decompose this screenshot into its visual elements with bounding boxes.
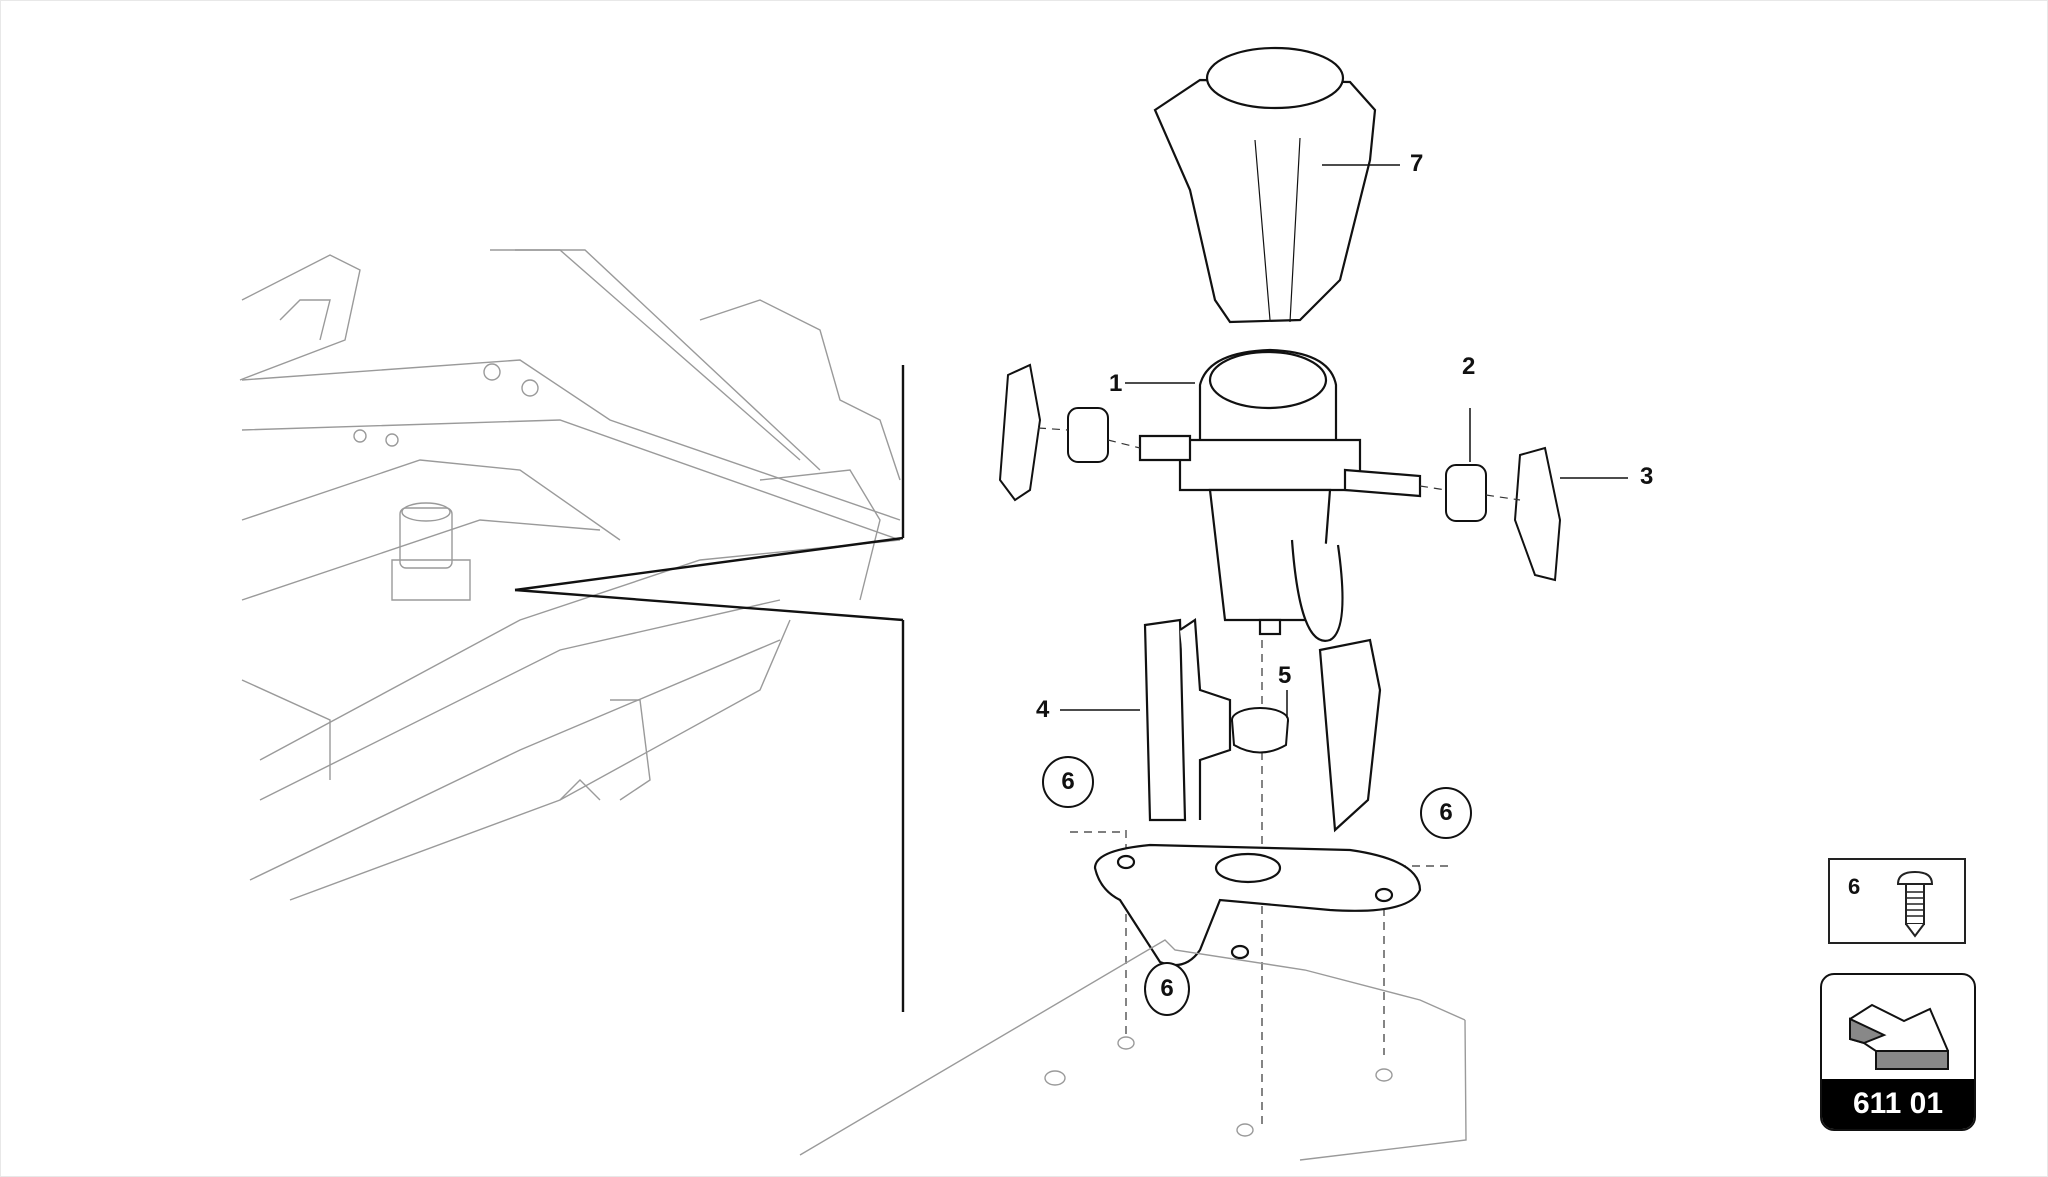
detail-pointer (514, 365, 905, 1012)
navigation-badge-611-01[interactable]: 611 01 (1820, 973, 1976, 1131)
legend-item-number: 6 (1848, 874, 1861, 899)
callout-1: 1 (1109, 370, 1123, 397)
mounting-panel (799, 939, 1467, 1161)
callout-4: 4 (1036, 696, 1050, 723)
circled-callout-6-right: 6 (1420, 787, 1472, 839)
fastener-legend: 6 (1828, 858, 1966, 944)
part-7-cover (1153, 46, 1377, 324)
navigation-code: 611 01 (1822, 1079, 1974, 1129)
arrow-icon (1849, 1003, 1949, 1070)
part-5-grommet (1231, 707, 1289, 754)
callout-2: 2 (1462, 353, 1476, 380)
part-1-pump (1138, 348, 1422, 642)
screw-icon (1896, 870, 1934, 938)
circled-callout-6-left: 6 (1042, 756, 1094, 808)
part-4-bracket (1093, 618, 1422, 967)
circled-callout-6-bottom: 6 (1144, 962, 1190, 1016)
part-2-grommets (1067, 407, 1487, 522)
callout-7: 7 (1410, 150, 1424, 177)
vehicle-frame-overview (239, 249, 901, 901)
part-3-clips (998, 363, 1562, 582)
callout-3: 3 (1640, 463, 1654, 490)
callout-5: 5 (1278, 662, 1292, 689)
